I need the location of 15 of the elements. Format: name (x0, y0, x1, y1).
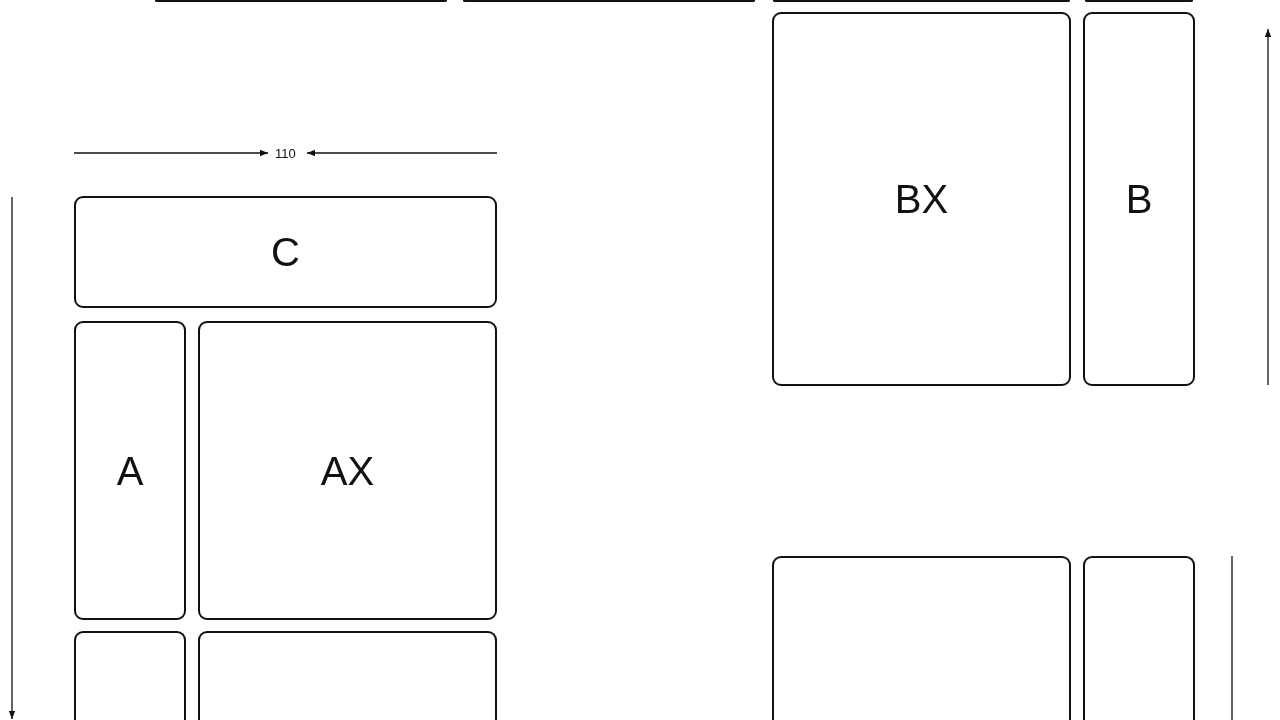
box-label: A (116, 450, 144, 491)
cabinet-box (74, 631, 186, 720)
cabinet-box (772, 12, 1071, 386)
cabinet-box (772, 556, 1071, 720)
box-label: B (1125, 179, 1153, 219)
dimension-label: 110 (275, 147, 296, 160)
cabinet-box (74, 321, 186, 620)
box-label: C (271, 232, 300, 272)
cabinet-box (74, 196, 497, 308)
cabinet-box (198, 631, 497, 720)
box-label: AX (320, 450, 375, 491)
cabinet-box (198, 321, 497, 620)
cabinet-box (1083, 556, 1195, 720)
box-label: BX (894, 179, 949, 219)
cabinet-box (1083, 12, 1195, 386)
